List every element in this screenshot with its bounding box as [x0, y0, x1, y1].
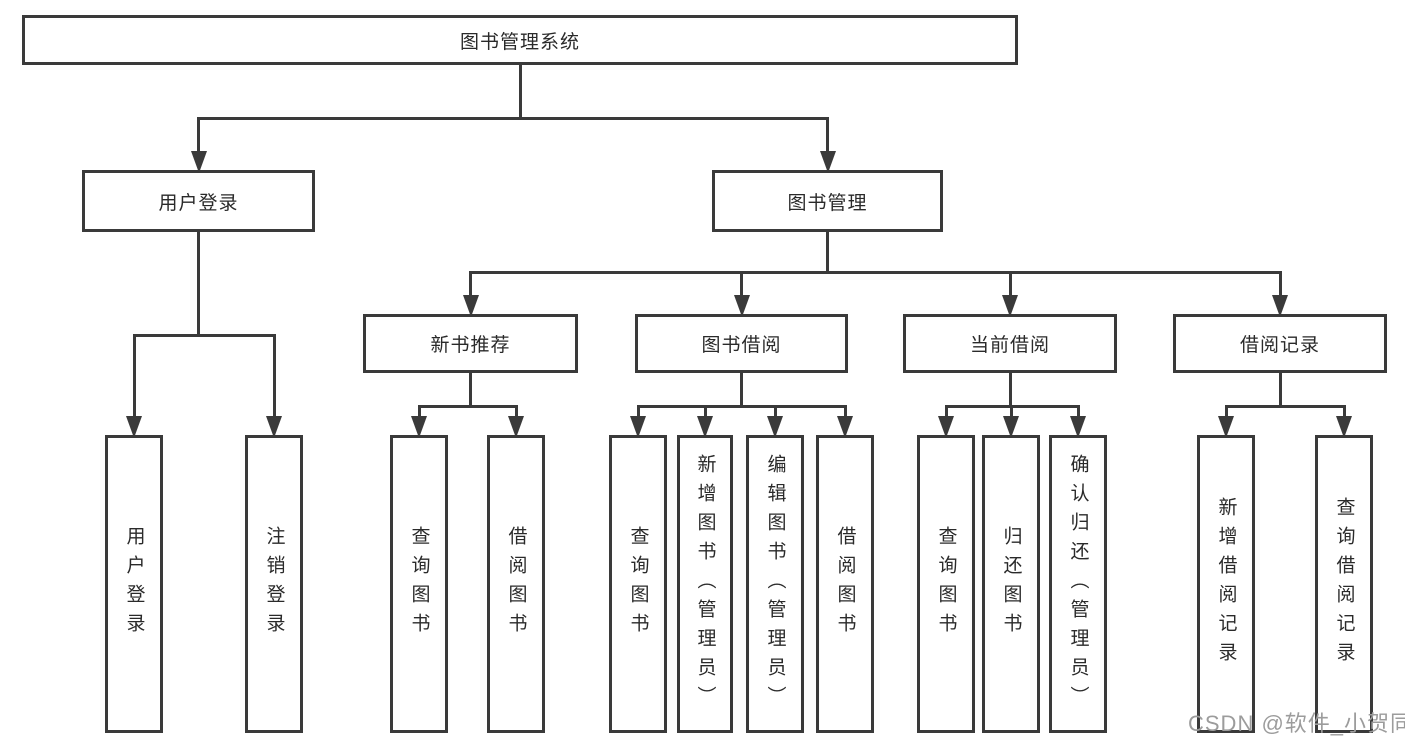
node-label-leaf-logout: 注销登录: [263, 526, 285, 642]
connector-stem-new-book-rec: [469, 373, 472, 406]
connector-drop-leaf-logout: [272, 335, 276, 417]
node-label-leaf-add-record: 新增借阅记录: [1215, 497, 1237, 671]
node-label-leaf-borrow-book-1: 借阅图书: [505, 526, 527, 642]
node-leaf-borrow-book-1: 借阅图书: [487, 435, 545, 733]
node-label-root: 图书管理系统: [459, 31, 580, 53]
connector-rail-borrow-records: [1224, 404, 1346, 408]
arrowhead-icon-leaf-borrow-book-2: [837, 416, 853, 438]
connector-drop-leaf-return-book: [1009, 406, 1013, 417]
connector-stem-root: [518, 65, 522, 118]
arrowhead-icon-borrow-records: [1272, 295, 1288, 317]
arrowhead-icon-current-borrow: [1002, 295, 1018, 317]
node-new-book-rec: 新书推荐: [363, 314, 578, 373]
connector-drop-leaf-query-book-3: [944, 406, 948, 417]
connector-drop-leaf-edit-book: [773, 406, 777, 417]
node-label-leaf-query-record: 查询借阅记录: [1333, 497, 1355, 671]
node-leaf-add-record: 新增借阅记录: [1197, 435, 1255, 733]
node-leaf-query-book-1: 查询图书: [390, 435, 448, 733]
node-label-leaf-borrow-book-2: 借阅图书: [834, 526, 856, 642]
connector-drop-leaf-add-record: [1224, 406, 1228, 417]
connector-drop-leaf-borrow-book-1: [514, 406, 518, 417]
arrowhead-icon-book-borrow: [733, 295, 750, 317]
node-leaf-confirm-return: 确认归还（管理员）: [1049, 435, 1107, 733]
connector-drop-user-login: [197, 118, 200, 152]
connector-rail-user-login: [132, 333, 276, 337]
node-label-leaf-add-book: 新增图书（管理员）: [694, 453, 716, 715]
arrowhead-icon-leaf-logout: [266, 416, 282, 438]
arrowhead-icon-leaf-user-login: [126, 416, 142, 438]
node-label-leaf-query-book-1: 查询图书: [408, 526, 430, 642]
connector-rail-book-borrow: [636, 404, 847, 408]
arrowhead-icon-book-mgmt: [819, 151, 836, 173]
connector-drop-new-book-rec: [469, 272, 472, 296]
arrowhead-icon-leaf-return-book: [1003, 416, 1019, 438]
node-leaf-query-book-2: 查询图书: [609, 435, 667, 733]
csdn-watermark: CSDN @软件_小贺同学: [1188, 711, 1405, 736]
arrowhead-icon-leaf-confirm-return: [1070, 416, 1086, 438]
node-book-mgmt: 图书管理: [712, 170, 943, 232]
arrowhead-icon-leaf-query-book-2: [630, 416, 646, 438]
node-leaf-logout: 注销登录: [245, 435, 303, 733]
node-label-book-borrow: 图书借阅: [701, 335, 782, 356]
node-label-leaf-edit-book: 编辑图书（管理员）: [764, 453, 786, 715]
node-leaf-edit-book: 编辑图书（管理员）: [746, 435, 804, 733]
connector-rail-book-mgmt: [469, 270, 1282, 274]
arrowhead-icon-new-book-rec: [462, 295, 479, 317]
node-leaf-query-record: 查询借阅记录: [1315, 435, 1373, 733]
arrowhead-icon-leaf-borrow-book-1: [508, 416, 524, 438]
connector-stem-current-borrow: [1008, 373, 1012, 406]
node-root: 图书管理系统: [22, 15, 1018, 65]
connector-rail-root: [197, 116, 829, 120]
arrowhead-icon-user-login: [190, 151, 207, 173]
connector-stem-book-mgmt: [826, 232, 829, 272]
node-current-borrow: 当前借阅: [903, 314, 1117, 373]
node-leaf-query-book-3: 查询图书: [917, 435, 975, 733]
node-user-login: 用户登录: [82, 170, 315, 232]
node-label-leaf-query-book-2: 查询图书: [627, 526, 649, 642]
node-leaf-add-book: 新增图书（管理员）: [677, 435, 733, 733]
connector-drop-borrow-records: [1278, 272, 1282, 296]
node-leaf-return-book: 归还图书: [982, 435, 1040, 733]
connector-drop-leaf-query-record: [1342, 406, 1346, 417]
node-book-borrow: 图书借阅: [635, 314, 848, 373]
node-label-borrow-records: 借阅记录: [1239, 335, 1320, 356]
arrowhead-icon-leaf-add-record: [1218, 416, 1234, 438]
connector-stem-borrow-records: [1278, 373, 1282, 406]
connector-drop-leaf-borrow-book-2: [843, 406, 847, 417]
connector-drop-leaf-confirm-return: [1076, 406, 1080, 417]
connector-drop-book-mgmt: [826, 118, 829, 152]
node-label-leaf-query-book-3: 查询图书: [935, 526, 957, 642]
node-label-user-login: 用户登录: [158, 192, 239, 214]
node-leaf-borrow-book-2: 借阅图书: [816, 435, 874, 733]
node-label-leaf-user-login: 用户登录: [123, 526, 145, 642]
connector-rail-new-book-rec: [417, 404, 518, 408]
arrowhead-icon-leaf-query-book-1: [411, 416, 427, 438]
node-label-current-borrow: 当前借阅: [969, 335, 1050, 356]
node-leaf-user-login: 用户登录: [105, 435, 163, 733]
connector-stem-book-borrow: [740, 373, 743, 406]
arrowhead-icon-leaf-add-book: [697, 416, 713, 438]
node-label-leaf-confirm-return: 确认归还（管理员）: [1067, 453, 1089, 715]
connector-drop-current-borrow: [1008, 272, 1012, 296]
connector-drop-book-borrow: [740, 272, 743, 296]
connector-drop-leaf-user-login: [132, 335, 136, 417]
node-label-book-mgmt: 图书管理: [787, 192, 868, 214]
arrowhead-icon-leaf-edit-book: [767, 416, 783, 438]
node-label-leaf-return-book: 归还图书: [1000, 526, 1022, 642]
connector-drop-leaf-query-book-1: [417, 406, 421, 417]
arrowhead-icon-leaf-query-book-3: [938, 416, 954, 438]
arrowhead-icon-leaf-query-record: [1336, 416, 1352, 438]
connector-drop-leaf-add-book: [703, 406, 707, 417]
connector-stem-user-login: [197, 232, 200, 335]
node-label-new-book-rec: 新书推荐: [430, 335, 511, 356]
connector-drop-leaf-query-book-2: [636, 406, 640, 417]
node-borrow-records: 借阅记录: [1173, 314, 1387, 373]
